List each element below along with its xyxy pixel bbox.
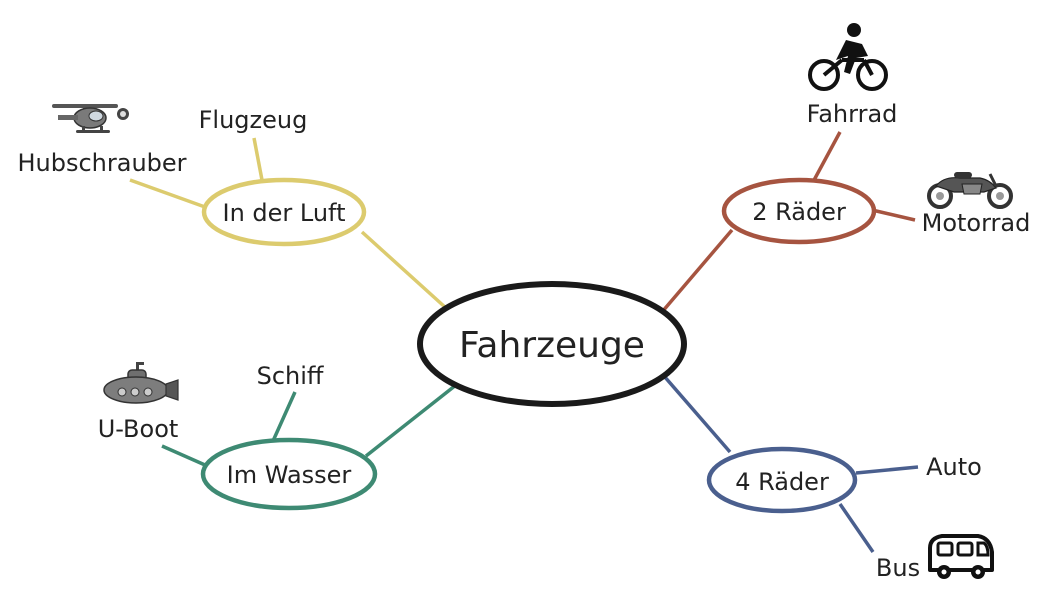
connector-center-water [364,383,458,458]
bicycle-icon [808,23,888,91]
node-water-label: Im Wasser [227,461,352,489]
submarine-icon [103,362,179,404]
node-air-label: In der Luft [222,199,345,227]
connector-air-flugzeug [252,137,264,181]
connector-two-fahrrad [811,131,842,183]
center-ellipse [417,281,687,407]
leaf-hubschrauber: Hubschrauber [17,149,186,177]
connector-water-uboot [161,444,206,467]
leaf-motorrad: Motorrad [922,209,1031,237]
leaf-auto: Auto [926,453,982,481]
leaf-uboot: U-Boot [98,415,179,443]
connector-four-bus [838,503,875,553]
bus-icon [928,534,994,579]
node-two-label: 2 Räder [752,198,846,226]
leaf-bus: Bus [876,554,920,582]
connector-water-schiff [271,391,297,442]
node-two-ellipse [721,177,877,245]
node-four-label: 4 Räder [735,468,829,496]
helicopter-icon [52,104,129,133]
leaf-flugzeug: Flugzeug [199,106,308,134]
connector-center-four [662,374,732,454]
connector-air-hubschrauber [129,178,206,209]
leaf-schiff: Schiff [257,362,324,390]
node-four-ellipse [706,446,858,514]
connector-four-auto [855,465,919,475]
center-label: Fahrzeuge [459,325,645,366]
leaf-fahrrad: Fahrrad [807,100,898,128]
connector-center-two [660,228,734,314]
connector-center-air [360,230,448,310]
connector-two-motorrad [871,208,916,222]
node-air-ellipse [201,177,367,247]
node-water-ellipse [200,437,378,511]
connectors [129,131,919,553]
motorcycle-icon [927,172,1013,209]
